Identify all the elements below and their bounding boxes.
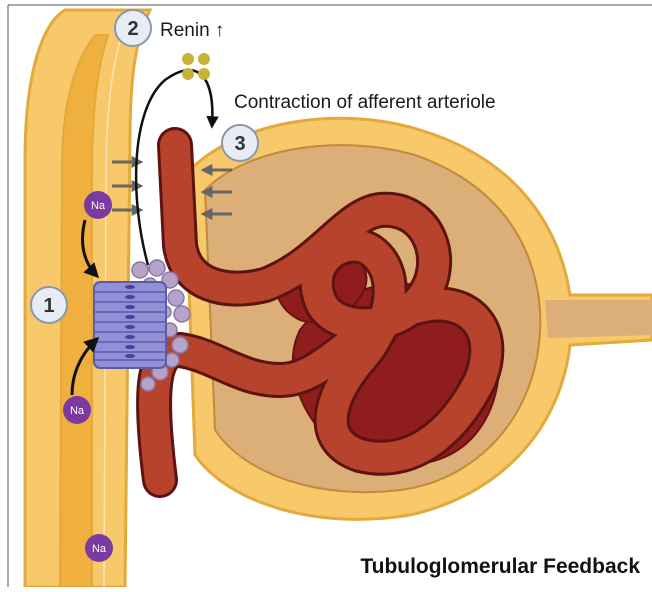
sodium-ion-middle: Na (63, 396, 91, 424)
svg-text:Na: Na (92, 543, 107, 555)
svg-text:2: 2 (127, 18, 138, 40)
step-2-label: Renin ↑ (160, 20, 224, 41)
step-1-badge: 1 (31, 287, 67, 323)
sodium-ion-lower: Na (85, 534, 113, 562)
svg-text:3: 3 (234, 133, 245, 155)
svg-text:Na: Na (91, 200, 106, 212)
capsule-outlet (545, 300, 652, 338)
sodium-ion-upper: Na (84, 191, 112, 219)
renin-granules (182, 53, 210, 80)
step-3-badge: 3 (222, 125, 258, 161)
step-2-badge: 2 (115, 10, 151, 46)
svg-text:Na: Na (70, 405, 85, 417)
macula-densa (94, 282, 166, 368)
diagram-title: Tubuloglomerular Feedback (360, 555, 640, 578)
svg-text:1: 1 (43, 295, 54, 317)
step-3-label: Contraction of afferent arteriole (234, 92, 496, 113)
